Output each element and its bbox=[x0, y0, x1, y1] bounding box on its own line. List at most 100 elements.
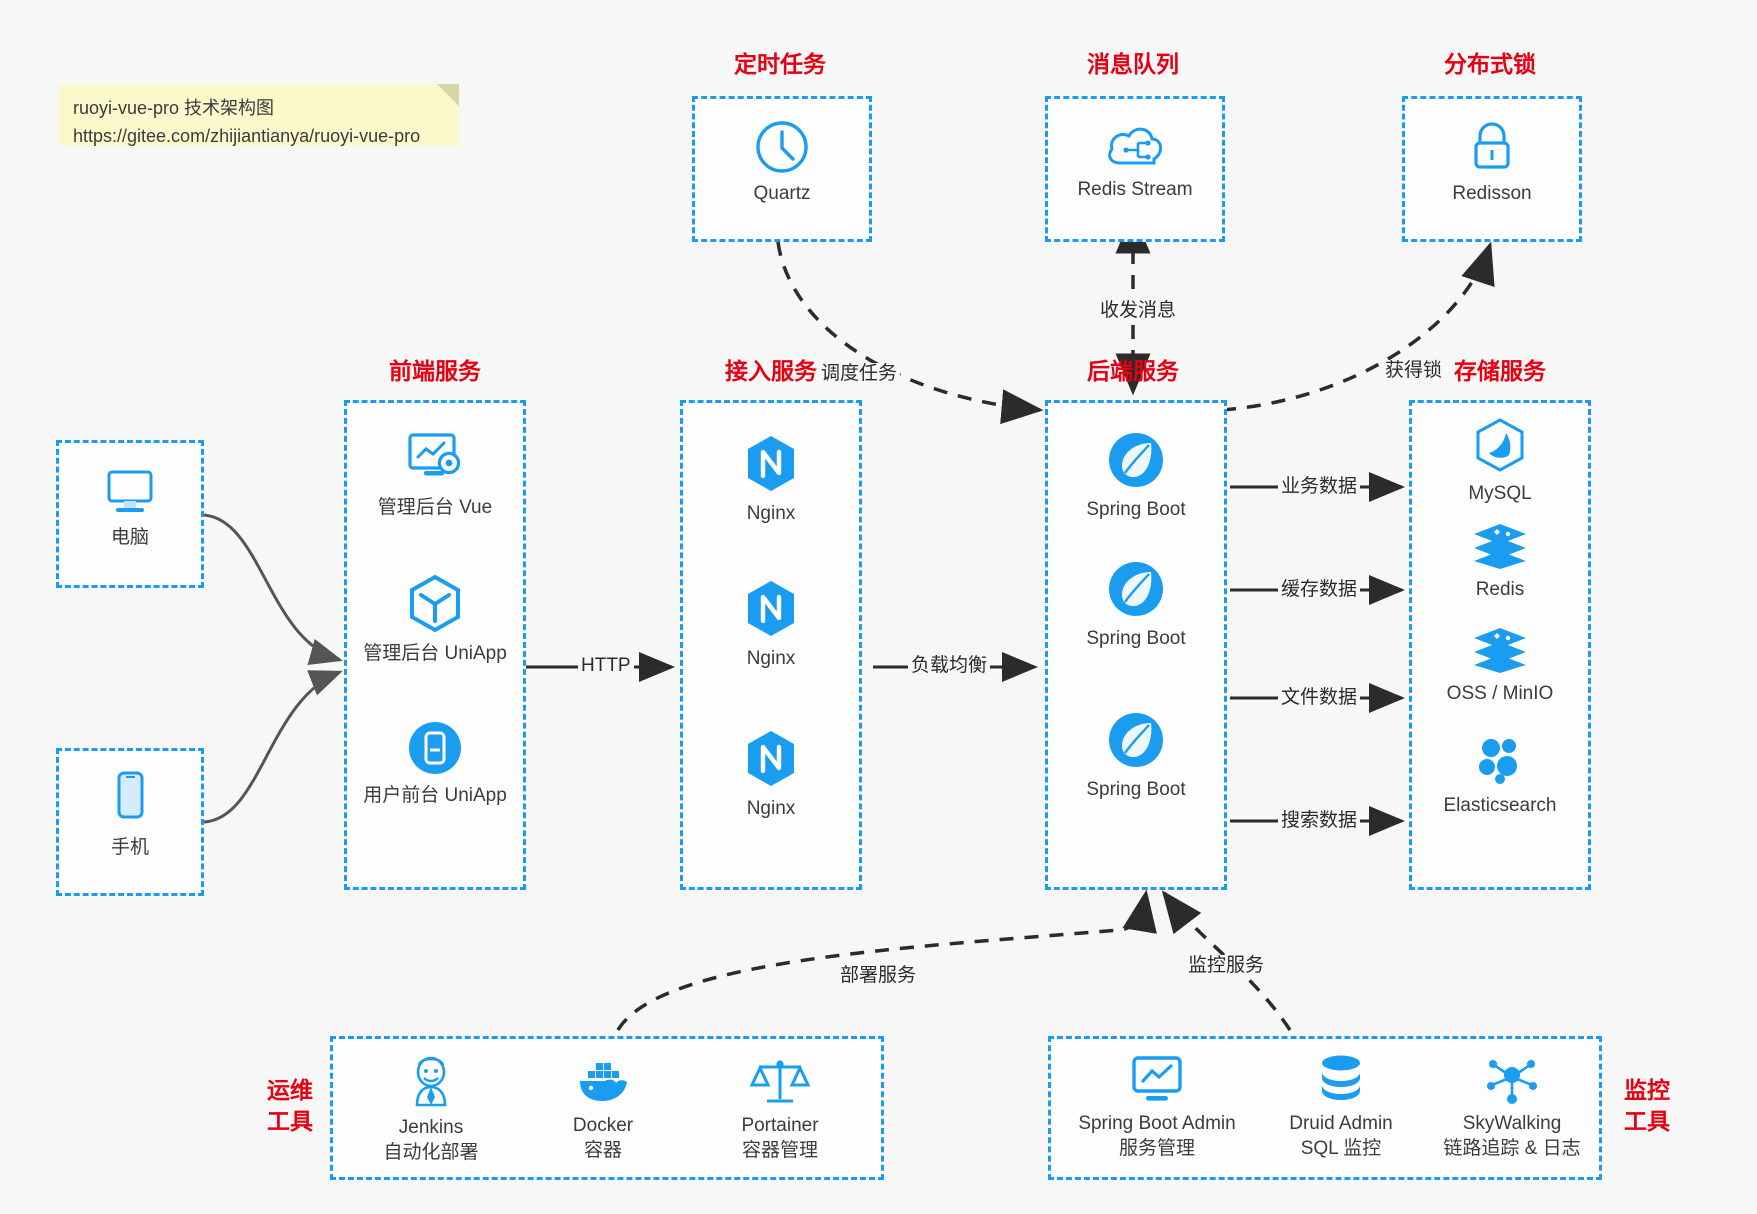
group-title-devops-line1: 运维 bbox=[267, 1077, 313, 1103]
node-spring-boot-1[interactable]: Spring Boot bbox=[1048, 429, 1224, 522]
node-label: Jenkins bbox=[398, 1117, 464, 1138]
node-label: Druid Admin bbox=[1289, 1113, 1393, 1134]
spring-leaf-icon bbox=[1109, 433, 1163, 487]
node-label: MySQL bbox=[1468, 483, 1532, 504]
edge-label-lock: 获得锁 bbox=[1382, 360, 1446, 382]
edge-label-http: HTTP bbox=[578, 655, 634, 677]
zone-distributed-lock: Redisson bbox=[1402, 96, 1582, 242]
edge-label-mq: 收发消息 bbox=[1097, 300, 1180, 322]
node-label: 管理后台 Vue bbox=[377, 497, 493, 518]
dashboard-gear-icon bbox=[408, 433, 461, 476]
node-redisson[interactable]: Redisson bbox=[1405, 119, 1579, 206]
node-nginx-2[interactable]: Nginx bbox=[683, 578, 859, 671]
zone-client-mobile: 手机 bbox=[56, 748, 204, 896]
nginx-icon bbox=[748, 436, 794, 491]
node-docker[interactable]: Docker 容器 bbox=[523, 1055, 683, 1163]
group-title-monitoring-line1: 监控 bbox=[1624, 1077, 1670, 1103]
node-label: Spring Boot bbox=[1086, 779, 1186, 800]
node-mysql[interactable]: MySQL bbox=[1412, 417, 1588, 506]
node-label: Nginx bbox=[746, 798, 796, 819]
zone-frontend: 管理后台 Vue 管理后台 UniApp 用户前台 UniApp bbox=[344, 400, 526, 890]
node-label: Nginx bbox=[746, 648, 796, 669]
node-jenkins[interactable]: Jenkins 自动化部署 bbox=[351, 1055, 511, 1165]
node-sublabel: 容器 bbox=[583, 1140, 622, 1161]
spring-leaf-icon bbox=[1109, 562, 1163, 616]
group-title-devops-line2: 工具 bbox=[267, 1108, 313, 1134]
group-title-frontend: 前端服务 bbox=[389, 358, 481, 384]
node-label: 用户前台 UniApp bbox=[363, 785, 507, 806]
group-title-message-queue: 消息队列 bbox=[1087, 51, 1179, 77]
node-druid-admin[interactable]: Druid Admin SQL 监控 bbox=[1251, 1053, 1431, 1161]
node-label: 手机 bbox=[110, 837, 149, 858]
redis-stack-icon bbox=[1474, 628, 1526, 673]
node-mobile[interactable]: 手机 bbox=[59, 769, 201, 860]
node-portainer[interactable]: Portainer 容器管理 bbox=[695, 1055, 865, 1163]
zone-devops: Jenkins 自动化部署 Docker 容器 bbox=[330, 1036, 884, 1180]
group-title-distributed-lock: 分布式锁 bbox=[1444, 51, 1536, 77]
edge-label-load-balance: 负载均衡 bbox=[908, 655, 991, 677]
node-redis[interactable]: Redis bbox=[1412, 521, 1588, 602]
desktop-icon bbox=[107, 470, 153, 512]
node-nginx-1[interactable]: Nginx bbox=[683, 433, 859, 526]
nginx-icon bbox=[748, 731, 794, 786]
zone-backend: Spring Boot Spring Boot Spring Boot bbox=[1045, 400, 1227, 890]
node-desktop[interactable]: 电脑 bbox=[59, 465, 201, 550]
node-sublabel: 容器管理 bbox=[741, 1140, 818, 1161]
node-sublabel: 服务管理 bbox=[1118, 1138, 1195, 1159]
node-label: Redisson bbox=[1452, 183, 1532, 204]
elasticsearch-icon bbox=[1479, 739, 1517, 784]
node-label: Elasticsearch bbox=[1443, 795, 1557, 816]
node-label: Redis Stream bbox=[1077, 179, 1193, 200]
zone-gateway: Nginx Nginx Nginx bbox=[680, 400, 862, 890]
group-title-gateway: 接入服务 bbox=[725, 358, 817, 384]
group-title-backend: 后端服务 bbox=[1087, 358, 1179, 384]
node-spring-boot-admin[interactable]: Spring Boot Admin 服务管理 bbox=[1057, 1053, 1257, 1161]
node-sublabel: 自动化部署 bbox=[383, 1142, 479, 1163]
node-admin-uniapp[interactable]: 管理后台 UniApp bbox=[347, 573, 523, 666]
node-oss-minio[interactable]: OSS / MinIO bbox=[1412, 625, 1588, 706]
zone-client-desktop: 电脑 bbox=[56, 440, 204, 588]
edge-label-file-data: 文件数据 bbox=[1278, 687, 1361, 709]
edge-label-search-data: 搜索数据 bbox=[1278, 810, 1361, 832]
clock-icon bbox=[756, 121, 808, 173]
node-label: Redis bbox=[1475, 579, 1525, 600]
node-label: Quartz bbox=[753, 183, 811, 204]
node-label: Spring Boot Admin bbox=[1078, 1113, 1236, 1134]
group-title-monitoring-line2: 工具 bbox=[1624, 1108, 1670, 1134]
network-nodes-icon bbox=[1487, 1060, 1537, 1104]
node-label: 管理后台 UniApp bbox=[363, 643, 507, 664]
zone-monitoring: Spring Boot Admin 服务管理 Druid Admin SQL 监… bbox=[1048, 1036, 1602, 1180]
node-quartz[interactable]: Quartz bbox=[695, 119, 869, 206]
node-label: Portainer bbox=[741, 1115, 819, 1136]
nginx-icon bbox=[748, 581, 794, 636]
database-icon bbox=[1322, 1055, 1360, 1100]
scales-icon bbox=[749, 1060, 811, 1103]
mysql-dolphin-icon bbox=[1476, 418, 1524, 472]
node-label: Docker bbox=[572, 1115, 634, 1136]
node-spring-boot-3[interactable]: Spring Boot bbox=[1048, 709, 1224, 802]
node-user-uniapp[interactable]: 用户前台 UniApp bbox=[347, 719, 523, 808]
note-url: https://gitee.com/zhijiantianya/ruoyi-vu… bbox=[73, 126, 421, 146]
group-title-devops: 运维 工具 bbox=[258, 1075, 322, 1137]
monitor-chart-icon bbox=[1132, 1056, 1182, 1101]
node-spring-boot-2[interactable]: Spring Boot bbox=[1048, 558, 1224, 651]
edge-label-deploy: 部署服务 bbox=[837, 965, 920, 987]
node-sublabel: 链路追踪 & 日志 bbox=[1443, 1138, 1581, 1159]
docker-whale-icon bbox=[580, 1063, 627, 1101]
node-label: OSS / MinIO bbox=[1446, 683, 1554, 704]
group-title-storage: 存储服务 bbox=[1454, 358, 1546, 384]
edge-label-cache-data: 缓存数据 bbox=[1278, 579, 1361, 601]
group-title-scheduled-task: 定时任务 bbox=[734, 51, 826, 77]
node-skywalking[interactable]: SkyWalking 链路追踪 & 日志 bbox=[1419, 1053, 1605, 1161]
node-label: Nginx bbox=[746, 503, 796, 524]
node-nginx-3[interactable]: Nginx bbox=[683, 728, 859, 821]
node-sublabel: SQL 监控 bbox=[1300, 1138, 1382, 1159]
edge-label-biz-data: 业务数据 bbox=[1278, 476, 1361, 498]
node-elasticsearch[interactable]: Elasticsearch bbox=[1412, 733, 1588, 818]
zone-scheduled-task: Quartz bbox=[692, 96, 872, 242]
redis-stack-icon bbox=[1474, 524, 1526, 569]
note-title: ruoyi-vue-pro 技术架构图 bbox=[73, 98, 275, 118]
node-redis-stream[interactable]: Redis Stream bbox=[1048, 121, 1222, 202]
node-admin-vue[interactable]: 管理后台 Vue bbox=[347, 429, 523, 520]
